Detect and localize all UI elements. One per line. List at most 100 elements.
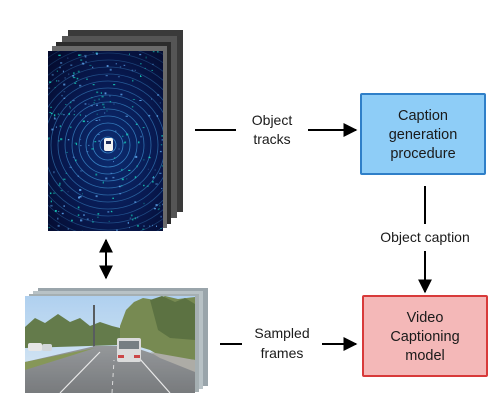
lidar-point <box>70 64 73 66</box>
video-captioning-box: Video Captioning model <box>362 295 488 377</box>
lidar-point <box>73 110 75 112</box>
label-object-tracks-line1: Object <box>252 112 293 128</box>
lidar-point <box>125 115 128 117</box>
lidar-point <box>152 63 154 65</box>
lidar-point <box>142 228 145 230</box>
lidar-point <box>129 227 130 229</box>
lidar-point <box>148 156 150 158</box>
lidar-point <box>67 191 69 193</box>
lidar-point <box>60 190 63 192</box>
lidar-point <box>157 209 160 211</box>
lidar-point <box>82 193 83 195</box>
lidar-point <box>161 165 163 167</box>
lidar-ring <box>48 59 163 231</box>
lidar-point <box>136 165 138 168</box>
lidar-point <box>94 141 97 143</box>
lidar-point <box>84 56 87 58</box>
video-box-line2: Captioning <box>390 329 459 345</box>
lidar-point <box>81 62 84 65</box>
lidar-point <box>74 142 77 144</box>
lidar-point <box>69 126 72 129</box>
lidar-point <box>86 218 89 220</box>
lidar-point <box>159 204 161 207</box>
lidar-point <box>134 69 136 71</box>
lidar-point <box>153 176 154 178</box>
caption-box-line3: procedure <box>390 146 455 162</box>
lidar-point <box>59 182 61 185</box>
lidar-point <box>48 138 50 140</box>
lidar-point <box>152 180 154 183</box>
lidar-point <box>54 87 56 89</box>
lidar-point <box>123 64 126 66</box>
lidar-point <box>70 101 72 104</box>
label-object-tracks-line2: tracks <box>253 131 290 147</box>
lidar-point <box>84 103 87 105</box>
video-box-line3: model <box>405 348 445 364</box>
lidar-point <box>112 176 115 179</box>
lidar-point <box>119 193 122 195</box>
lidar-point <box>56 70 58 72</box>
lidar-point <box>152 51 155 53</box>
lidar-point <box>106 110 108 112</box>
lidar-point <box>124 141 127 143</box>
video-box-line1: Video <box>407 310 444 326</box>
lidar-point <box>144 67 146 69</box>
lidar-point <box>63 83 66 86</box>
lidar-point <box>63 114 65 116</box>
lidar-point <box>80 59 83 61</box>
lidar-point <box>131 106 134 108</box>
lidar-point <box>143 184 145 187</box>
lidar-point <box>153 208 156 210</box>
lidar-point <box>113 84 116 86</box>
lidar-point <box>81 230 83 231</box>
lidar-point <box>104 112 106 114</box>
lidar-point <box>58 140 60 142</box>
lidar-point <box>129 217 132 219</box>
lidar-point <box>109 101 112 103</box>
lidar-point <box>88 103 90 105</box>
lidar-point <box>130 214 133 217</box>
lidar-point <box>143 225 145 227</box>
lidar-point <box>58 184 61 186</box>
lidar-point <box>87 120 89 123</box>
lidar-point <box>61 94 63 97</box>
lidar-point <box>128 169 131 171</box>
lidar-point <box>135 123 138 125</box>
lidar-point <box>113 161 114 163</box>
lidar-ring <box>48 80 163 210</box>
lidar-point <box>151 69 153 71</box>
lidar-point <box>67 139 70 141</box>
lidar-point <box>79 84 82 87</box>
lidar-point <box>157 94 160 96</box>
lidar-point <box>48 87 51 89</box>
lidar-point <box>80 170 83 172</box>
lidar-point <box>110 172 113 174</box>
lidar-point <box>67 57 69 59</box>
lidar-point <box>156 225 157 227</box>
lidar-point <box>84 54 87 57</box>
lidar-point <box>88 144 90 146</box>
lidar-ring <box>71 108 145 182</box>
lidar-ring <box>78 115 138 175</box>
lidar-point <box>85 61 87 63</box>
lidar-frame-front <box>48 51 163 231</box>
lidar-point <box>159 172 162 174</box>
lidar-point <box>109 95 111 97</box>
lidar-point <box>161 187 163 190</box>
lidar-point <box>63 97 66 99</box>
lidar-point <box>77 214 80 216</box>
lidar-point <box>59 125 61 128</box>
lidar-point <box>68 73 70 76</box>
lidar-point <box>92 219 93 221</box>
lidar-point <box>80 54 82 56</box>
lidar-ring <box>85 122 131 168</box>
lidar-point <box>67 228 70 230</box>
lidar-point <box>152 224 153 227</box>
lidar-ring <box>48 73 163 217</box>
lidar-point <box>139 53 142 56</box>
lidar-point <box>59 66 61 69</box>
lidar-point <box>50 112 53 115</box>
lidar-point <box>140 135 142 138</box>
lidar-point <box>72 77 76 79</box>
lidar-point <box>50 204 53 207</box>
